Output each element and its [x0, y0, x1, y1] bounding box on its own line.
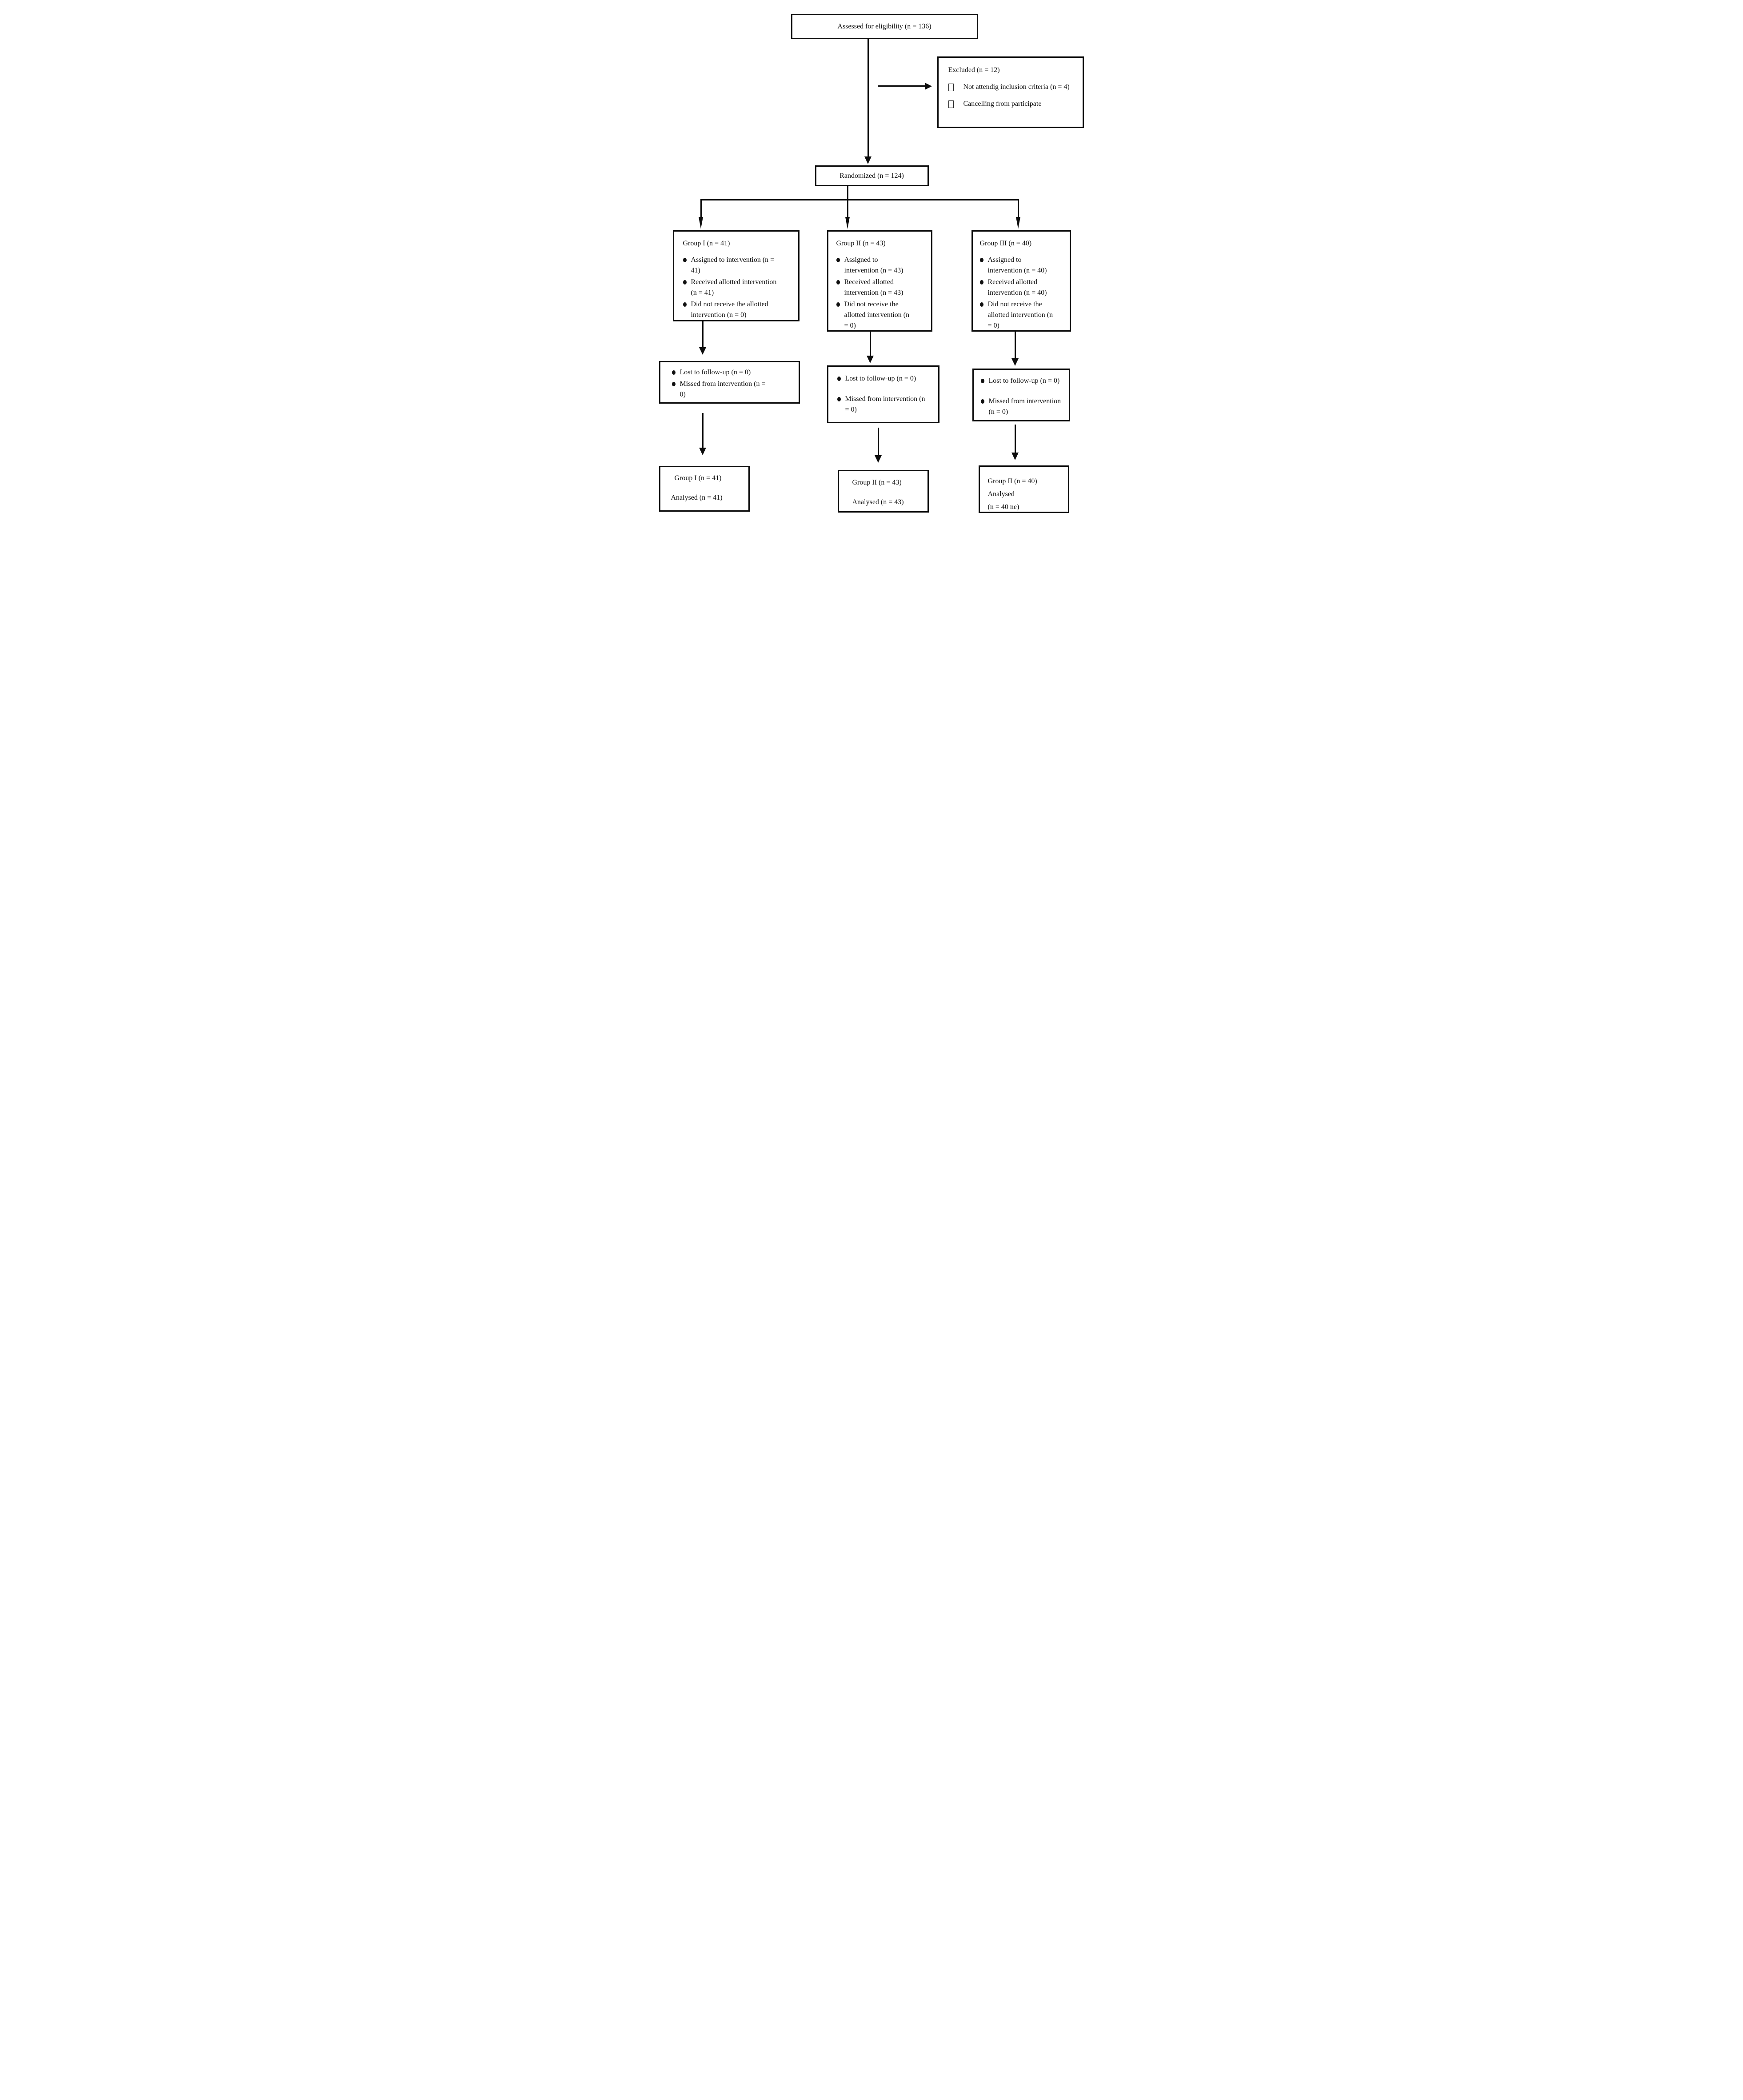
excluded-item: Cancelling from participate [948, 99, 1076, 109]
group1-followup-box: Lost to follow-up (n = 0) Missed from in… [659, 361, 800, 404]
analysed-group-label: Group II (n = 40) [987, 477, 1037, 485]
analysed-label: Analysed [987, 490, 1015, 498]
group2-followup-box: Lost to follow-up (n = 0) Missed from in… [827, 365, 939, 423]
disc-bullet-icon [836, 302, 840, 307]
arrow-group1-to-followup-line [702, 321, 704, 347]
group3-followup-box: Lost to follow-up (n = 0) Missed from in… [972, 369, 1070, 421]
group3-title: Group III (n = 40) [979, 240, 1032, 247]
arrow-down-head-icon [864, 156, 872, 164]
group1-analysed-box: Group I (n = 41) Analysed (n = 41) [659, 466, 750, 512]
disc-bullet-icon [980, 379, 984, 383]
arrow-followup2-to-analysed-line [877, 428, 879, 455]
allocation-item: Assigned to intervention (n = 41) [683, 255, 794, 276]
assessed-for-eligibility-box: Assessed for eligibility (n = 136) [791, 14, 978, 39]
arrow-branch-to-group1-line [700, 199, 702, 217]
disc-bullet-icon [672, 370, 676, 375]
disc-bullet-icon [837, 397, 841, 401]
excluded-item: Not attendig inclusion criteria (n = 4) [948, 82, 1076, 92]
followup-item: Missed from intervention (n = 0) [672, 379, 796, 400]
arrow-assessed-to-randomized-line [867, 39, 869, 156]
allocation-item: Received allotted intervention (n = 43) [836, 277, 927, 298]
arrow-down-head-icon [699, 448, 706, 455]
allocation-item: Assigned to intervention (n = 43) [836, 255, 927, 276]
group2-allocation-box: Group II (n = 43) Assigned to interventi… [827, 230, 932, 332]
square-bullet-icon [948, 84, 954, 91]
arrow-branch-to-group3-line [1017, 199, 1019, 217]
followup-item: Lost to follow-up (n = 0) [672, 367, 796, 378]
allocation-item: Received allotted intervention (n = 40) [979, 277, 1067, 298]
followup-item: Missed from intervention (n = 0) [980, 396, 1068, 417]
arrow-down-head-icon [1015, 217, 1020, 229]
followup-item: Lost to follow-up (n = 0) [980, 376, 1068, 386]
arrow-followup3-to-analysed-line [1014, 425, 1016, 453]
consort-flow-diagram: Assessed for eligibility (n = 136) Exclu… [653, 0, 1090, 525]
followup-item: Lost to follow-up (n = 0) [837, 373, 936, 384]
disc-bullet-icon [979, 258, 983, 262]
excluded-box: Excluded (n = 12) Not attendig inclusion… [937, 56, 1084, 128]
analysed-group-label: Group I (n = 41) [674, 474, 722, 482]
arrow-down-head-icon [698, 217, 703, 229]
analysed-count-label: Analysed (n = 43) [852, 498, 904, 506]
allocation-item: Did not receive the allotted interventio… [683, 299, 794, 320]
disc-bullet-icon [683, 280, 687, 285]
group2-title: Group II (n = 43) [836, 240, 886, 247]
assessed-label: Assessed for eligibility (n = 136) [837, 22, 931, 30]
square-bullet-icon [948, 100, 954, 108]
analysed-count-label: Analysed (n = 41) [671, 494, 723, 501]
arrow-right-head-icon [924, 83, 932, 90]
disc-bullet-icon [836, 280, 840, 285]
allocation-item: Did not receive the allotted interventio… [836, 299, 927, 330]
group1-title: Group I (n = 41) [683, 240, 730, 247]
disc-bullet-icon [683, 258, 687, 262]
disc-bullet-icon [836, 258, 840, 262]
arrow-down-head-icon [874, 455, 882, 463]
group3-allocation-box: Group III (n = 40) Assigned to intervent… [971, 230, 1071, 332]
disc-bullet-icon [837, 377, 841, 381]
randomization-branch-line [700, 199, 1019, 200]
arrow-randomized-to-group2-line [847, 186, 848, 217]
disc-bullet-icon [979, 302, 983, 307]
randomized-box: Randomized (n = 124) [815, 165, 929, 186]
arrow-down-head-icon [699, 347, 706, 355]
disc-bullet-icon [672, 382, 676, 386]
arrow-followup1-to-analysed-line [702, 413, 704, 448]
arrow-down-head-icon [866, 356, 874, 363]
followup-item: Missed from intervention (n = 0) [837, 394, 936, 415]
disc-bullet-icon [980, 399, 984, 404]
arrow-to-excluded-line [877, 85, 925, 87]
arrow-down-head-icon [845, 217, 850, 229]
disc-bullet-icon [683, 302, 687, 307]
group3-analysed-box: Group II (n = 40) Analysed (n = 40 ne) [978, 465, 1069, 513]
group2-analysed-box: Group II (n = 43) Analysed (n = 43) [837, 470, 929, 513]
analysed-count-label: (n = 40 ne) [987, 503, 1019, 511]
arrow-down-head-icon [1011, 358, 1019, 366]
allocation-item: Did not receive the allotted interventio… [979, 299, 1067, 330]
analysed-group-label: Group II (n = 43) [852, 479, 902, 486]
randomized-label: Randomized (n = 124) [840, 172, 904, 180]
disc-bullet-icon [979, 280, 983, 285]
allocation-item: Assigned to intervention (n = 40) [979, 255, 1067, 276]
allocation-item: Received allotted intervention (n = 41) [683, 277, 794, 298]
arrow-group2-to-followup-line [869, 332, 871, 356]
group1-allocation-box: Group I (n = 41) Assigned to interventio… [672, 230, 800, 321]
arrow-down-head-icon [1011, 453, 1019, 460]
excluded-title: Excluded (n = 12) [948, 66, 1000, 74]
arrow-group3-to-followup-line [1014, 332, 1016, 358]
